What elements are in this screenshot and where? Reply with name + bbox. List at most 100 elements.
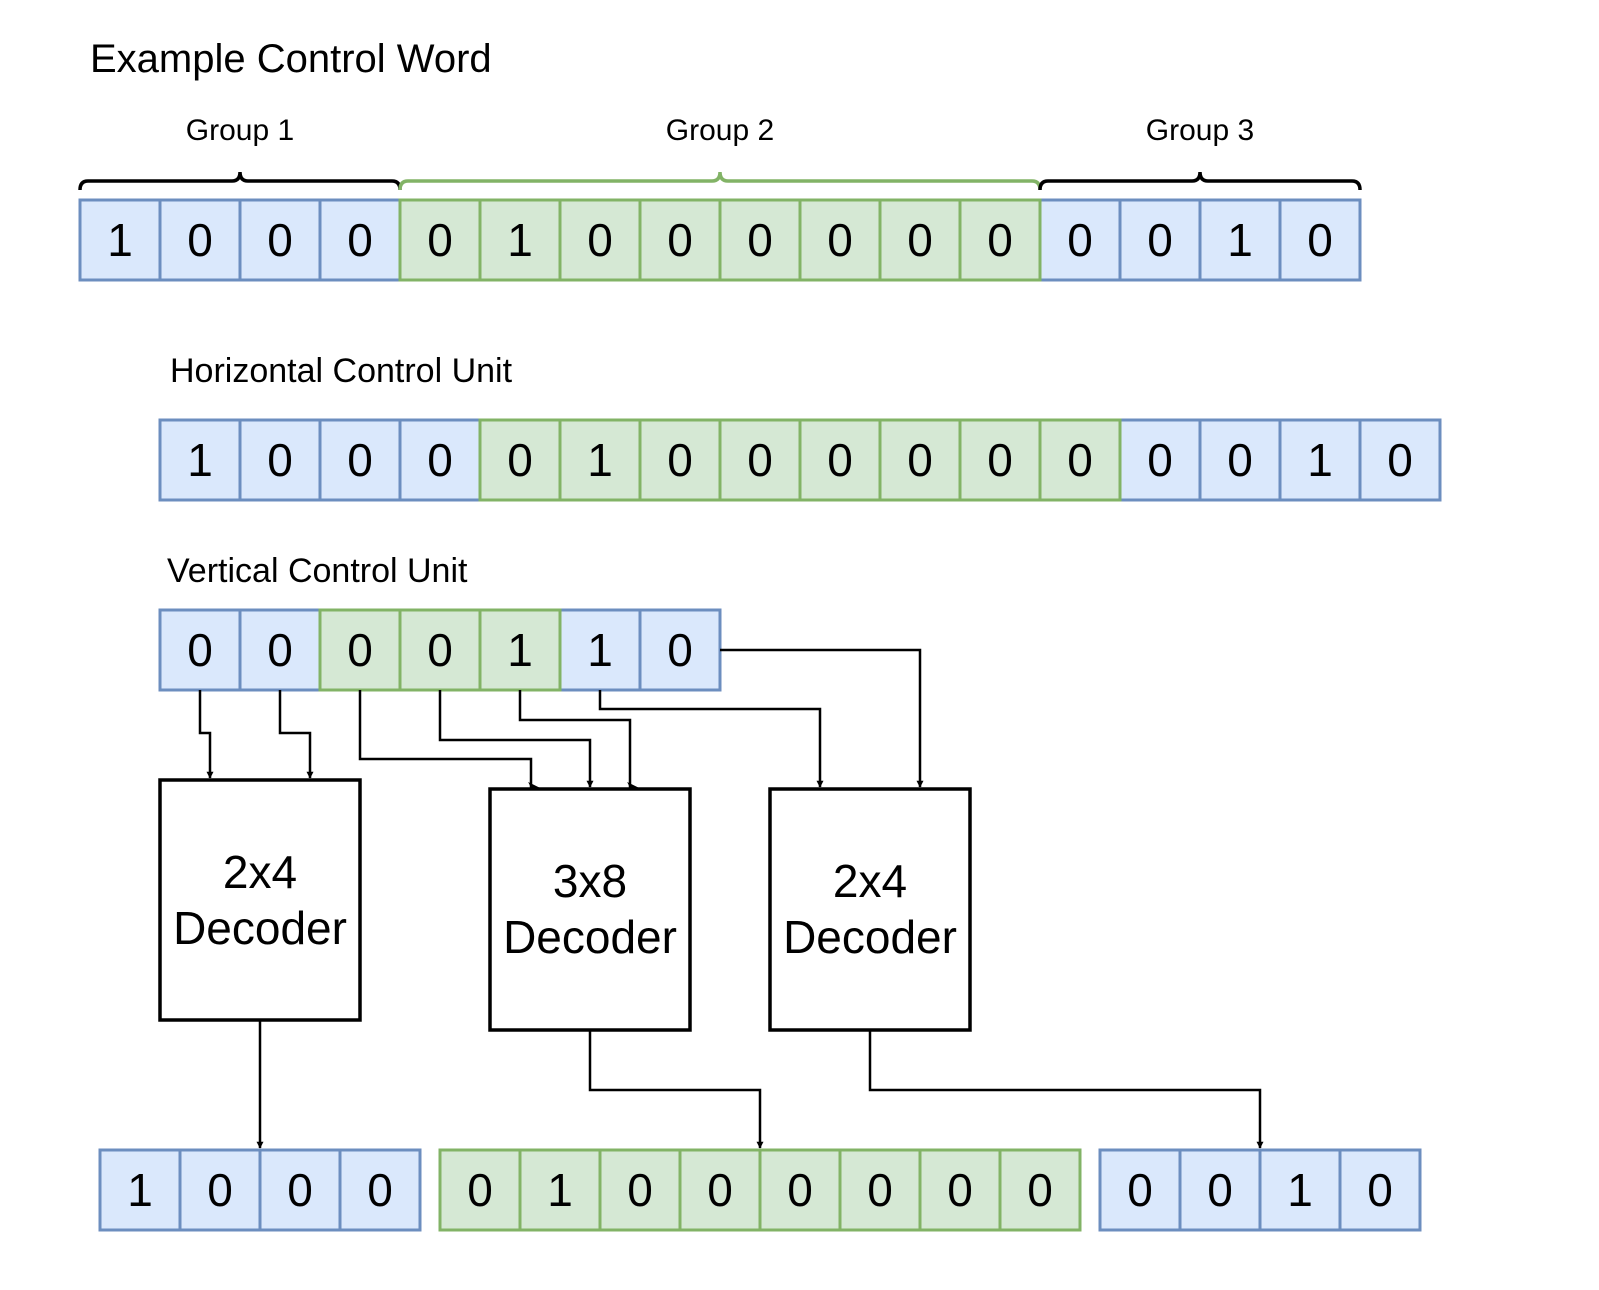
control-word-bit-10: 0 bbox=[907, 214, 933, 266]
horizontal-cell-10 bbox=[958, 418, 1042, 502]
horizontal-bit-4: 0 bbox=[507, 434, 533, 486]
output-1-cell-1 bbox=[178, 1148, 262, 1232]
wire-out-2 bbox=[588, 1030, 764, 1149]
control-word-cell-13 bbox=[1118, 198, 1202, 282]
horizontal-cell-8 bbox=[798, 418, 882, 502]
output-3-bit-2: 1 bbox=[1287, 1164, 1313, 1216]
output-3-cell-2 bbox=[1258, 1148, 1342, 1232]
control-word-cell-8 bbox=[718, 198, 802, 282]
output-2-bit-5: 0 bbox=[867, 1164, 893, 1216]
wire-v5 bbox=[598, 690, 824, 788]
horizontal-cell-4 bbox=[478, 418, 562, 502]
output-2-bit-0: 0 bbox=[467, 1164, 493, 1216]
control-word-cell-15 bbox=[1278, 198, 1362, 282]
decoder-1-line1: 2x4 bbox=[223, 846, 297, 898]
wire-out-3 bbox=[868, 1030, 1264, 1149]
horizontal-bit-3: 0 bbox=[427, 434, 453, 486]
output-2-cell-7 bbox=[998, 1148, 1082, 1232]
horizontal-bit-12: 0 bbox=[1147, 434, 1173, 486]
output-3-bit-0: 0 bbox=[1127, 1164, 1153, 1216]
control-word-cell-7 bbox=[638, 198, 722, 282]
decoder-output-wires bbox=[256, 1020, 1264, 1149]
wire-v3 bbox=[438, 690, 594, 788]
control-word-bit-4: 0 bbox=[427, 214, 453, 266]
horizontal-bit-5: 1 bbox=[587, 434, 613, 486]
group-3-brace bbox=[1038, 171, 1362, 191]
diagram-title: Example Control Word bbox=[90, 37, 492, 81]
decoder-3-box bbox=[768, 787, 972, 1032]
vertical-bit-0: 0 bbox=[187, 624, 213, 676]
output-2-bit-1: 1 bbox=[547, 1164, 573, 1216]
vertical-cell-6 bbox=[638, 608, 722, 692]
group-3-label: Group 3 bbox=[1146, 114, 1254, 147]
control-word-bit-6: 0 bbox=[587, 214, 613, 266]
horizontal-cell-3 bbox=[398, 418, 482, 502]
output-2-cell-0 bbox=[438, 1148, 522, 1232]
decoder-1: 2x4 Decoder bbox=[158, 778, 362, 1022]
horizontal-bit-7: 0 bbox=[747, 434, 773, 486]
control-word-cell-4 bbox=[398, 198, 482, 282]
vertical-control-unit-label: Vertical Control Unit bbox=[167, 552, 468, 590]
decoder-1-line2: Decoder bbox=[173, 902, 347, 954]
output-row-3: 0 0 1 0 bbox=[1098, 1148, 1422, 1232]
output-2-bit-7: 0 bbox=[1027, 1164, 1053, 1216]
control-word-bit-11: 0 bbox=[987, 214, 1013, 266]
wire-v0 bbox=[198, 690, 214, 779]
output-1-bit-1: 0 bbox=[207, 1164, 233, 1216]
control-word-bit-14: 1 bbox=[1227, 214, 1253, 266]
control-word-cell-11 bbox=[958, 198, 1042, 282]
horizontal-cell-14 bbox=[1278, 418, 1362, 502]
output-3-bit-3: 0 bbox=[1367, 1164, 1393, 1216]
control-word-bit-13: 0 bbox=[1147, 214, 1173, 266]
group-2-brace bbox=[398, 171, 1042, 191]
output-1-cell-0 bbox=[98, 1148, 182, 1232]
control-word-bit-0: 1 bbox=[107, 214, 133, 266]
output-1-bit-0: 1 bbox=[127, 1164, 153, 1216]
horizontal-bit-9: 0 bbox=[907, 434, 933, 486]
horizontal-control-unit-label: Horizontal Control Unit bbox=[170, 352, 513, 390]
control-word-cell-2 bbox=[238, 198, 322, 282]
horizontal-cell-2 bbox=[318, 418, 402, 502]
group-1-label: Group 1 bbox=[186, 114, 294, 147]
horizontal-cell-15 bbox=[1358, 418, 1442, 502]
vertical-cell-2 bbox=[318, 608, 402, 692]
vertical-bit-2: 0 bbox=[347, 624, 373, 676]
horizontal-cell-13 bbox=[1198, 418, 1282, 502]
horizontal-bit-0: 1 bbox=[187, 434, 213, 486]
control-word-cell-9 bbox=[798, 198, 882, 282]
horizontal-bit-8: 0 bbox=[827, 434, 853, 486]
horizontal-bit-14: 1 bbox=[1307, 434, 1333, 486]
vertical-bit-6: 0 bbox=[667, 624, 693, 676]
control-word-cell-5 bbox=[478, 198, 562, 282]
vertical-cell-4 bbox=[478, 608, 562, 692]
output-2-cell-4 bbox=[758, 1148, 842, 1232]
horizontal-bit-11: 0 bbox=[1067, 434, 1093, 486]
horizontal-cell-6 bbox=[638, 418, 722, 502]
output-2-cell-5 bbox=[838, 1148, 922, 1232]
horizontal-bit-6: 0 bbox=[667, 434, 693, 486]
control-word-bit-12: 0 bbox=[1067, 214, 1093, 266]
vertical-bit-4: 1 bbox=[507, 624, 533, 676]
decoder-3-line2: Decoder bbox=[783, 911, 957, 963]
horizontal-cell-7 bbox=[718, 418, 802, 502]
wire-v6 bbox=[720, 648, 924, 788]
decoder-2: 3x8 Decoder bbox=[488, 787, 692, 1032]
output-3-bit-1: 0 bbox=[1207, 1164, 1233, 1216]
control-word-cell-14 bbox=[1198, 198, 1282, 282]
horizontal-bit-13: 0 bbox=[1227, 434, 1253, 486]
vertical-bit-3: 0 bbox=[427, 624, 453, 676]
wire-v1 bbox=[278, 690, 314, 779]
output-2-cell-2 bbox=[598, 1148, 682, 1232]
decoder-1-box bbox=[158, 778, 362, 1022]
control-word-bit-3: 0 bbox=[347, 214, 373, 266]
control-word-cell-1 bbox=[158, 198, 242, 282]
control-word-cell-0 bbox=[78, 198, 162, 282]
horizontal-bit-15: 0 bbox=[1387, 434, 1413, 486]
output-1-bit-2: 0 bbox=[287, 1164, 313, 1216]
group-2-label: Group 2 bbox=[666, 114, 774, 147]
